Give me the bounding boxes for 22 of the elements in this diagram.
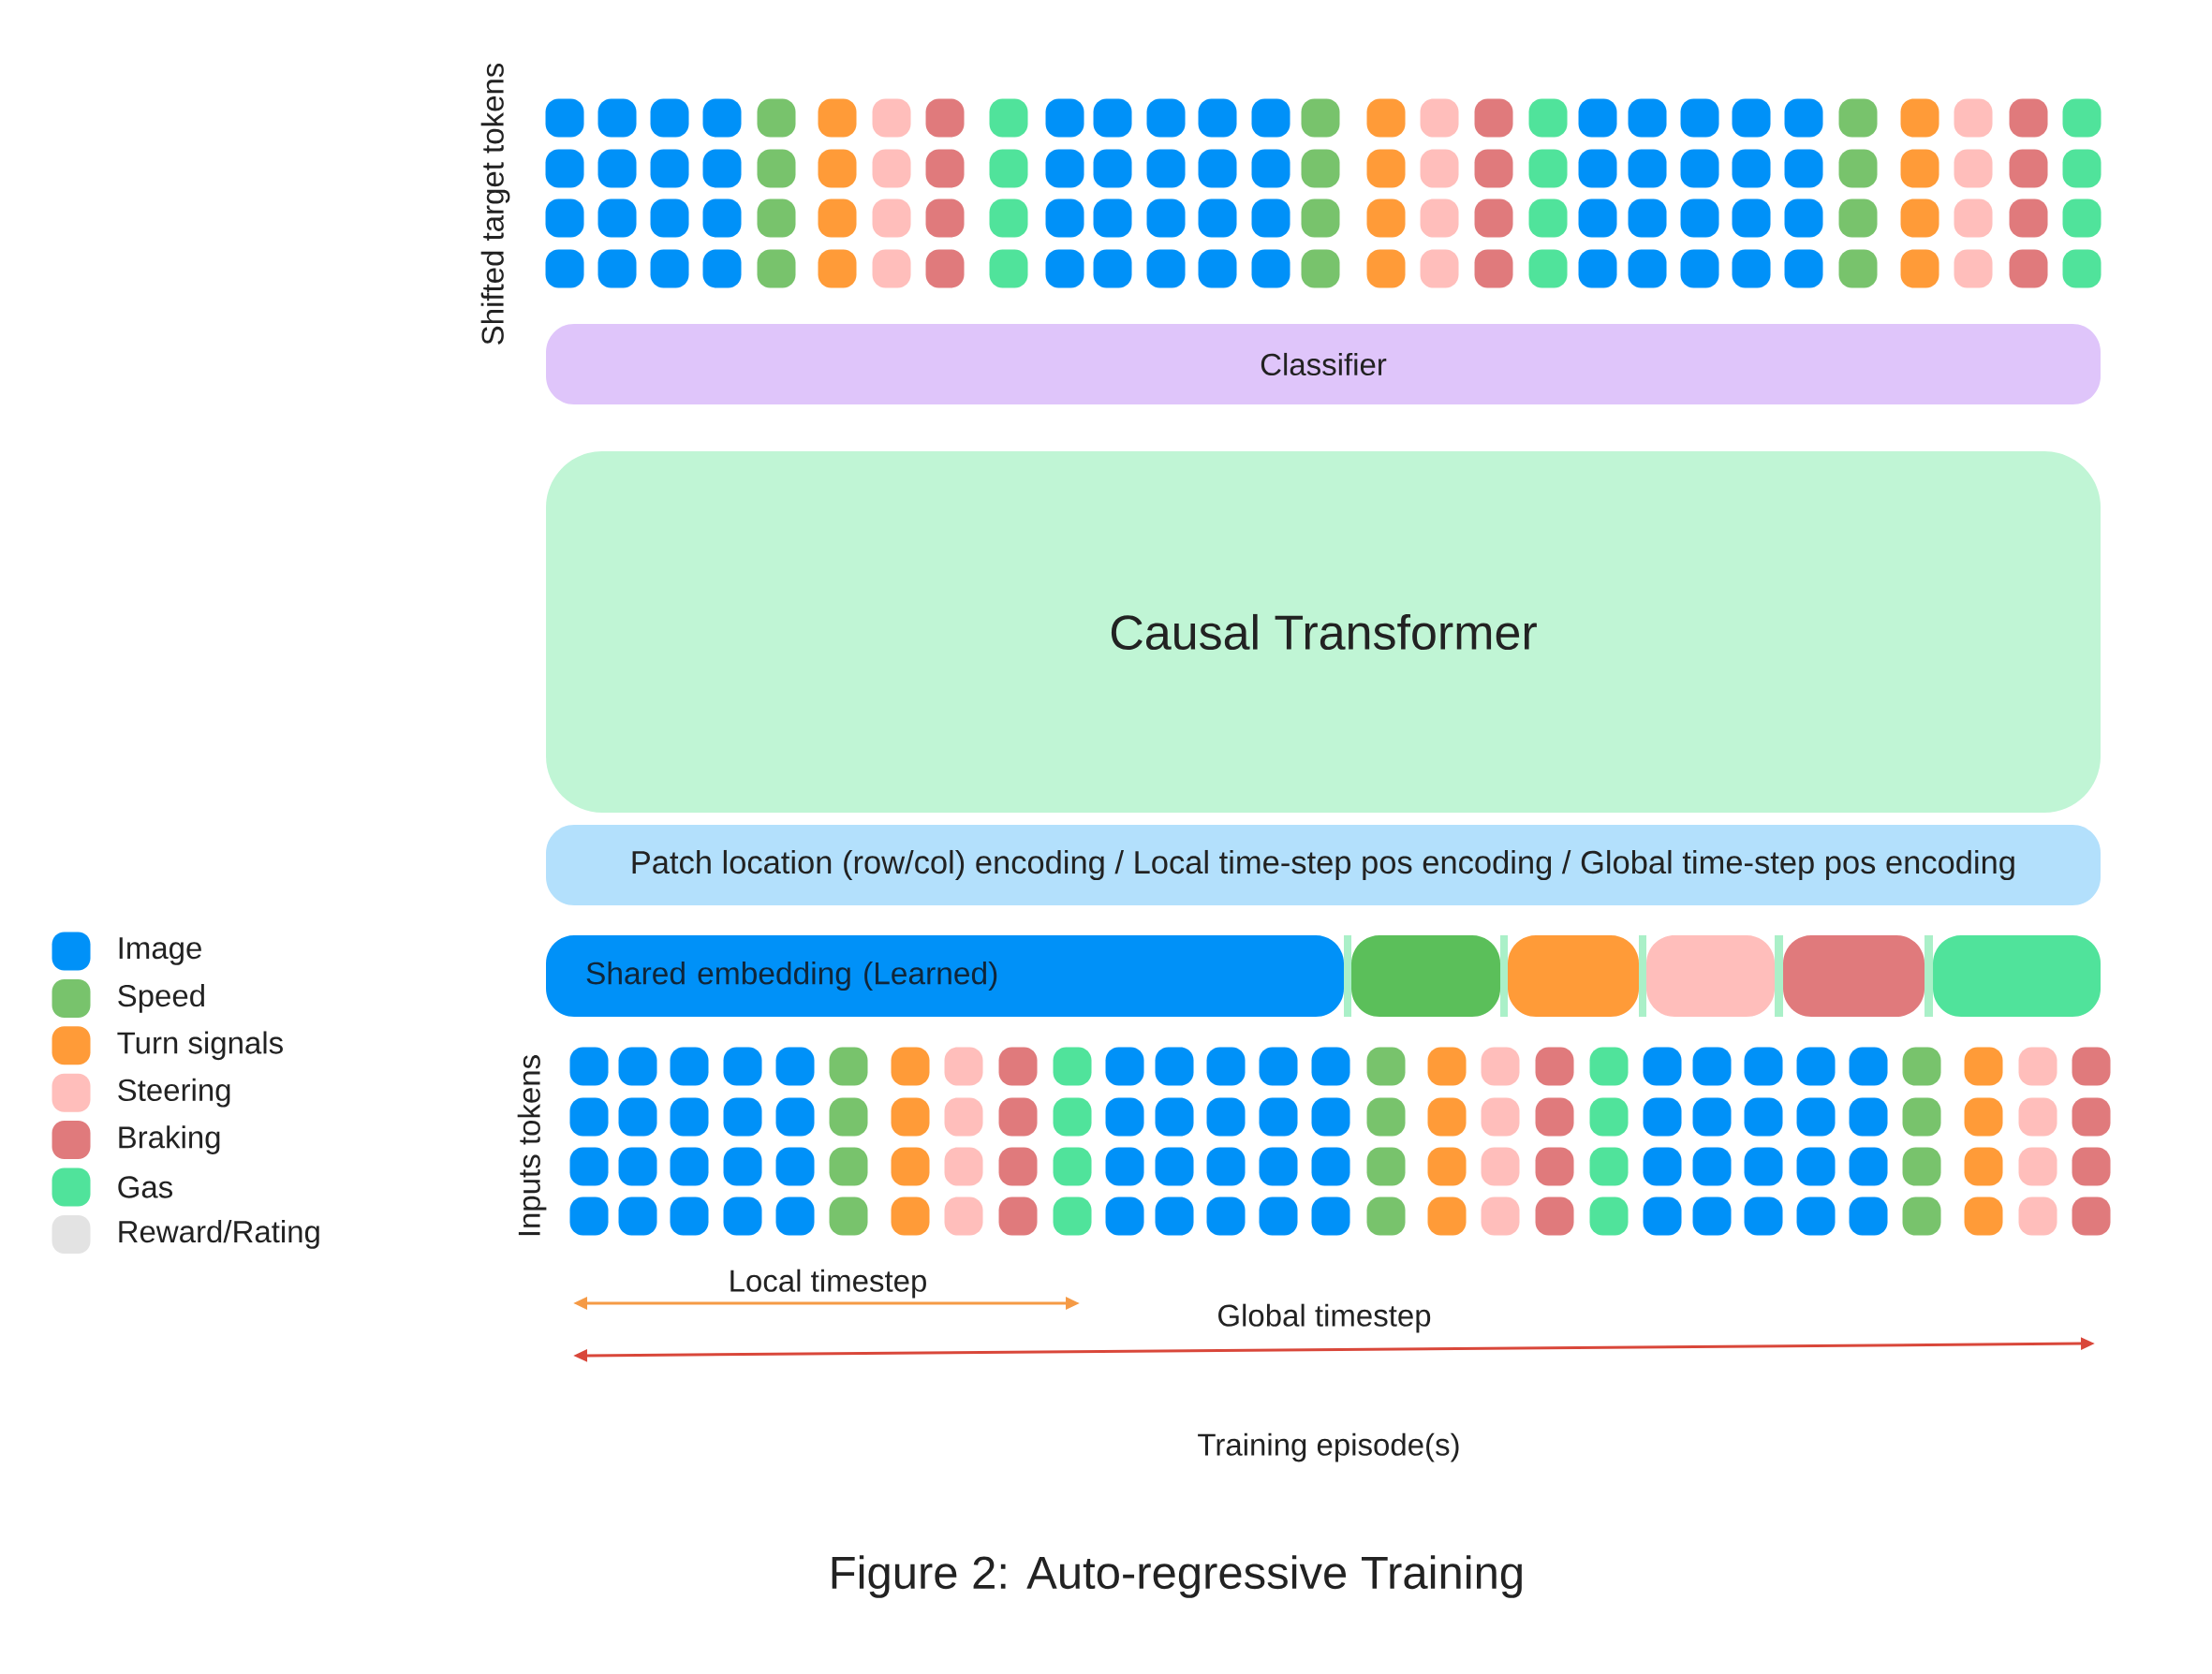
embedding-segment [1783,935,1924,1017]
embedding-segment: Shared embedding (Learned) [546,935,1344,1017]
axis-label: Global timestep [1218,1303,1431,1333]
embedding-segment [1351,935,1500,1017]
legend-label: Steering [118,1078,230,1108]
classifier-bar: Classifier [546,324,2101,404]
axis-label: Inputs tokens [517,1055,547,1236]
embedding-segment [1933,935,2101,1017]
legend-label: Turn signals [117,1031,283,1061]
legend-label: Gas [118,1176,172,1198]
legend-label: Speed [118,984,204,1013]
encoding-bar: Patch location (row/col) encoding / Local time-step pos encoding / Global time-step pos encoding [546,825,2101,905]
embedding-segment [1508,935,1639,1017]
legend-label: Reward/Rating [119,1220,319,1249]
axis-label: Training episode(s) [1198,1432,1459,1462]
legend-label: Image [119,937,201,965]
legend-label: Braking [119,1125,220,1154]
transformer-box: Causal Transformer [546,451,2101,813]
embedding-segment [1646,935,1775,1017]
axis-label: Shifted target tokens [480,63,510,345]
figure-caption: Figure 2: Auto-regressive Training [832,1555,1522,1598]
axis-label: Local timestep [730,1269,926,1299]
